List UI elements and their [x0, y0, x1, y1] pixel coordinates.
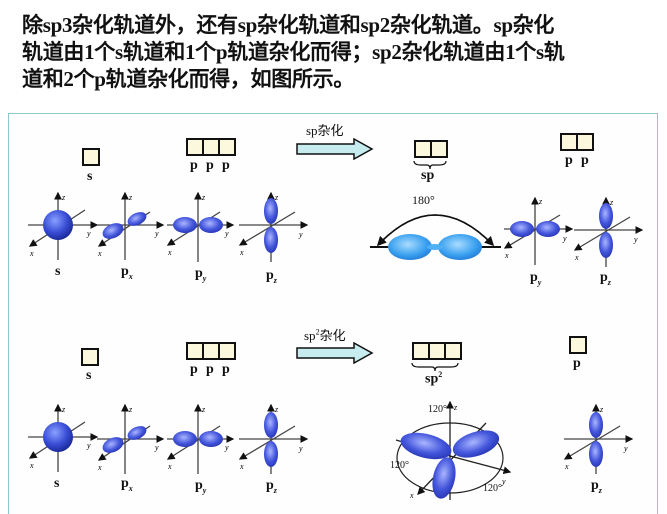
- remaining-p-boxes: [560, 133, 594, 151]
- p-box-label-2: p: [206, 158, 214, 173]
- remaining-py-orbital-diagram: z y x: [503, 196, 574, 265]
- sp2-hybrid-orbital-diagram: z y x: [395, 400, 512, 500]
- svg-text:y: y: [86, 229, 91, 238]
- sp2-orbital-label-px: px: [121, 476, 133, 493]
- sp-hybridization-label: sp杂化: [306, 123, 344, 138]
- sp2-py-orbital-diagram: z y x: [166, 403, 235, 474]
- hybridization-arrow-icon: [296, 138, 374, 160]
- svg-text:z: z: [61, 405, 66, 414]
- remaining-orbital-label-pz: pz: [600, 270, 611, 287]
- svg-text:z: z: [599, 405, 604, 414]
- remaining-orbital-label-py: py: [530, 270, 542, 287]
- p-box-label-3: p: [222, 158, 230, 173]
- sp2-hybrid-boxes: [412, 342, 462, 360]
- angle-120-label-top: 120°: [428, 404, 447, 415]
- s-orbital-diagram: z y x: [28, 191, 99, 260]
- sp2-p-box-label-1: p: [190, 362, 198, 377]
- remaining-p-label-2: p: [581, 153, 589, 168]
- sp2-p-box-label-3: p: [222, 362, 230, 377]
- svg-text:z: z: [201, 193, 206, 202]
- s-box-label: s: [87, 169, 93, 184]
- svg-text:x: x: [239, 248, 244, 257]
- svg-text:y: y: [154, 443, 159, 452]
- svg-text:x: x: [409, 491, 414, 500]
- py-orbital-diagram: z y x: [166, 191, 235, 262]
- svg-text:x: x: [29, 461, 34, 470]
- svg-text:z: z: [274, 405, 279, 414]
- sp2-hybridization-arrow-icon: [296, 342, 374, 364]
- sp-hybrid-boxes: [414, 140, 448, 158]
- intro-line-2: 轨道由1个s轨道和1个p轨道杂化而得；sp2杂化轨道由1个s轨: [22, 40, 565, 64]
- sp2-hybridization-label: sp2杂化: [304, 327, 346, 343]
- sp2-s-orbital-box: [81, 348, 99, 366]
- svg-text:y: y: [623, 444, 628, 453]
- intro-paragraph: 除sp3杂化轨道外，还有sp杂化轨道和sp2杂化轨道。sp杂化 轨道由1个s轨道…: [22, 12, 652, 93]
- svg-text:x: x: [239, 462, 244, 471]
- sp-hybrid-orbital-diagram: [370, 214, 501, 260]
- sp2-hybrid-label: sp2: [425, 370, 443, 387]
- angle-180-label: 180°: [412, 193, 435, 207]
- sp2-orbital-label-pz: pz: [266, 478, 277, 495]
- intro-line-1: 除sp3杂化轨道外，还有sp杂化轨道和sp2杂化轨道。sp杂化: [22, 13, 555, 37]
- svg-text:x: x: [504, 251, 509, 260]
- px-orbital-diagram: z y x: [97, 191, 165, 260]
- svg-text:y: y: [298, 444, 303, 453]
- svg-text:z: z: [609, 198, 614, 207]
- sp2-remaining-orbital-label-pz: pz: [591, 478, 602, 495]
- svg-text:z: z: [128, 405, 133, 414]
- sp2-orbital-label-s: s: [54, 476, 60, 491]
- sp2-brace: [411, 362, 459, 372]
- orbital-label-pz: pz: [266, 268, 277, 285]
- svg-text:z: z: [274, 193, 279, 202]
- remaining-p-label-1: p: [565, 153, 573, 168]
- angle-120-label-right: 120°: [483, 483, 502, 494]
- svg-text:y: y: [224, 443, 229, 452]
- orbital-label-py: py: [195, 266, 207, 283]
- remaining-pz-orbital-diagram: z y x: [573, 196, 644, 267]
- svg-text:z: z: [538, 197, 543, 206]
- pz-orbital-diagram: z y x: [238, 191, 309, 262]
- svg-text:x: x: [97, 249, 102, 258]
- sp2-pz-orbital-diagram: z y x: [238, 403, 309, 474]
- s-orbital-box: [82, 148, 100, 166]
- svg-text:z: z: [453, 403, 458, 412]
- svg-text:y: y: [86, 441, 91, 450]
- sp2-remaining-p-box: [569, 336, 587, 354]
- sp2-orbital-label-py: py: [195, 478, 207, 495]
- svg-text:x: x: [97, 463, 102, 472]
- svg-text:y: y: [298, 230, 303, 239]
- sp2-remaining-pz-orbital-diagram: z y x: [563, 403, 634, 474]
- svg-text:z: z: [201, 405, 206, 414]
- sp2-s-box-label: s: [86, 368, 92, 383]
- angle-120-label-left: 120°: [390, 460, 409, 471]
- sp-brace: [413, 160, 447, 170]
- sp-hybrid-label: sp: [421, 168, 435, 183]
- svg-text:x: x: [167, 248, 172, 257]
- svg-text:y: y: [154, 229, 159, 238]
- svg-text:x: x: [574, 253, 579, 262]
- svg-text:y: y: [501, 477, 506, 486]
- sp2-s-orbital-diagram: z y x: [28, 403, 99, 472]
- svg-text:x: x: [167, 462, 172, 471]
- svg-text:x: x: [29, 249, 34, 258]
- p-orbital-boxes: [186, 138, 236, 156]
- svg-text:y: y: [633, 235, 638, 244]
- orbital-label-px: px: [121, 264, 133, 281]
- p-box-label-1: p: [190, 158, 198, 173]
- svg-text:z: z: [128, 193, 133, 202]
- sp2-px-orbital-diagram: z y x: [97, 403, 165, 474]
- sp2-remaining-p-label: p: [573, 356, 581, 371]
- orbital-label-s: s: [55, 264, 61, 279]
- svg-text:x: x: [564, 462, 569, 471]
- svg-text:z: z: [61, 193, 66, 202]
- svg-text:y: y: [562, 234, 567, 243]
- svg-text:y: y: [224, 229, 229, 238]
- sp2-p-box-label-2: p: [206, 362, 214, 377]
- intro-line-3: 道和2个p轨道杂化而得，如图所示。: [22, 67, 355, 91]
- sp2-p-orbital-boxes: [186, 342, 236, 360]
